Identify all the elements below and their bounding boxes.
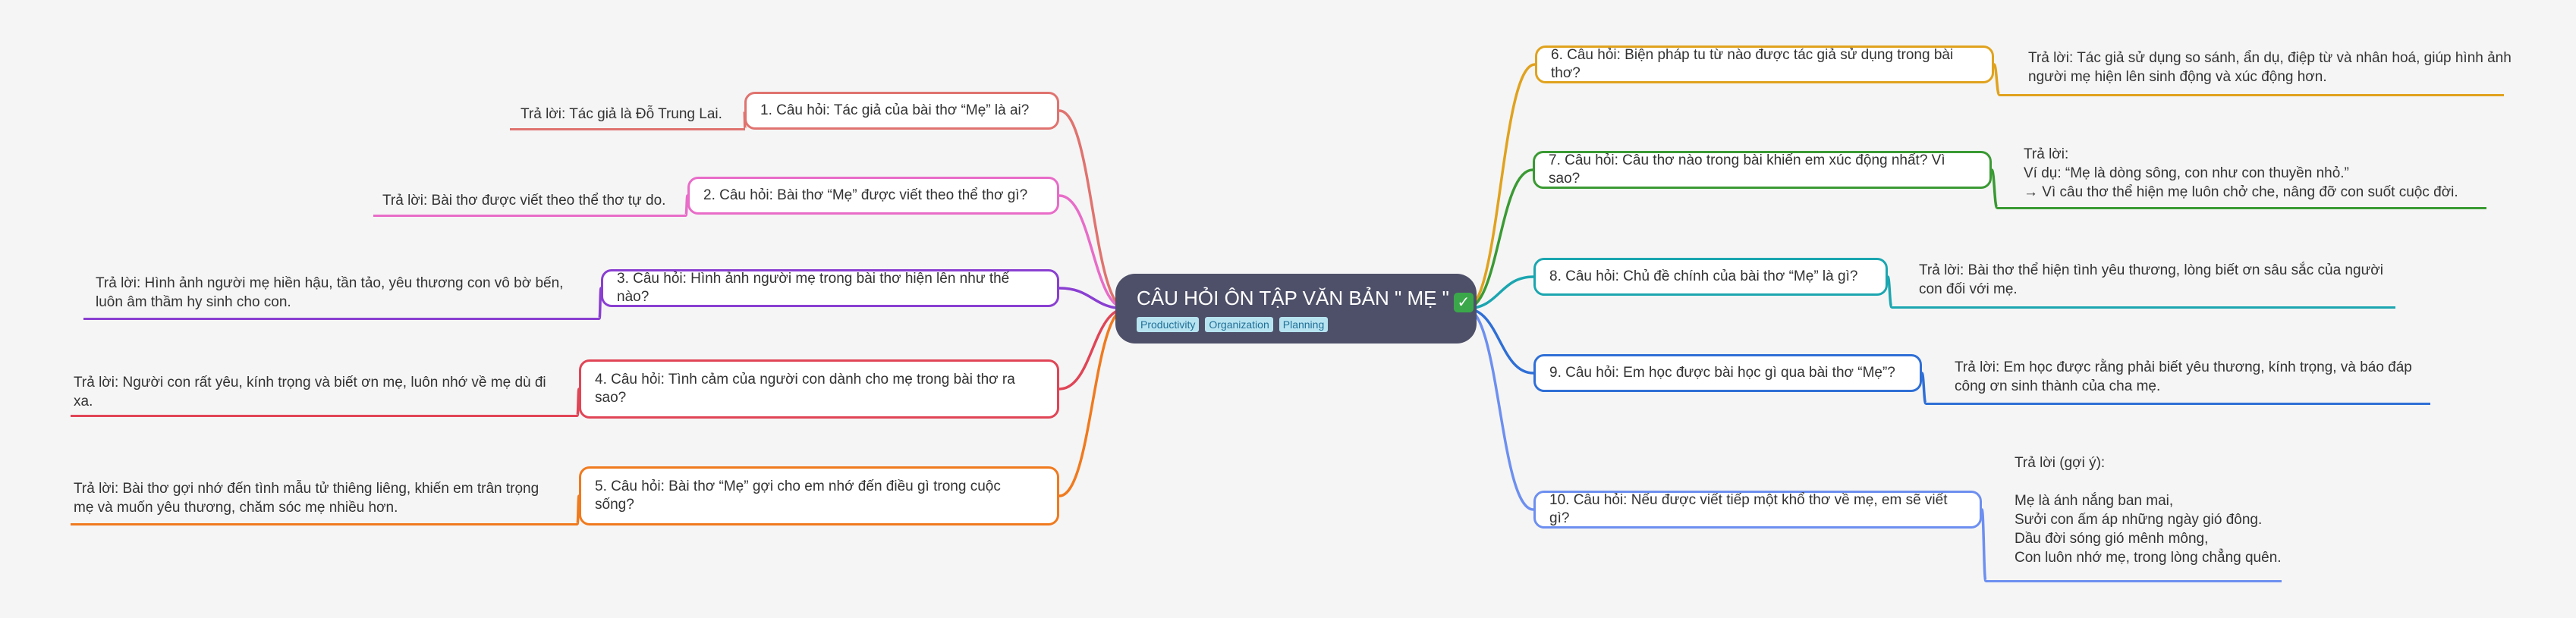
connector-root-q10 <box>1465 307 1534 511</box>
answer-3: Trả lời: Hình ảnh người mẹ hiền hậu, tần… <box>96 275 564 310</box>
answer-6: Trả lời: Tác giả sử dụng so sánh, ẩn dụ,… <box>2028 50 2512 85</box>
question-7[interactable]: 7. Câu hỏi: Câu thơ nào trong bài khiến … <box>1533 151 1992 189</box>
question-1[interactable]: 1. Câu hỏi: Tác giả của bài thơ “Mẹ” là … <box>744 92 1059 130</box>
connector-q5-answer <box>576 494 580 525</box>
root-topic[interactable]: CÂU HỎI ÔN TẬP VĂN BẢN " MẸ "✓ Productiv… <box>1115 274 1477 344</box>
root-title: CÂU HỎI ÔN TẬP VĂN BẢN " MẸ "✓ <box>1137 284 1474 312</box>
connector-q10-answer <box>1980 508 1987 582</box>
answer-1: Trả lời: Tác giả là Đỗ Trung Lai. <box>521 106 722 122</box>
connector-q7-answer <box>1990 168 1999 209</box>
connector-root-q7 <box>1465 168 1533 310</box>
answer-6-underline <box>1999 94 2504 96</box>
answer-5-underline <box>71 523 577 525</box>
connector-root-q9 <box>1465 307 1534 375</box>
question-8[interactable]: 8. Câu hỏi: Chủ đề chính của bài thơ “Mẹ… <box>1533 258 1888 296</box>
connector-root-q5 <box>1058 307 1127 497</box>
answer-9-underline <box>1926 403 2430 405</box>
connector-q2-answer <box>684 194 689 217</box>
connector-root-q6 <box>1465 63 1536 310</box>
answer-1-underline <box>510 128 745 130</box>
checkmark-icon: ✓ <box>1453 293 1474 312</box>
question-10[interactable]: 10. Câu hỏi: Nếu được viết tiếp một khổ … <box>1533 491 1982 529</box>
answer-10: Trả lời (gợi ý): Mẹ là ánh nắng ban mai,… <box>2015 455 2282 566</box>
tag-productivity[interactable]: Productivity <box>1137 317 1200 332</box>
connector-q8-answer <box>1886 275 1893 309</box>
connector-root-q2 <box>1058 194 1127 310</box>
root-tags: Productivity Organization Planning <box>1137 317 1455 332</box>
question-2[interactable]: 2. Câu hỏi: Bài thơ “Mẹ” được viết theo … <box>687 177 1059 215</box>
answer-10-underline <box>1986 580 2282 582</box>
answer-2: Trả lời: Bài thơ được viết theo thể thơ … <box>382 193 666 209</box>
answer-3-underline <box>83 318 599 320</box>
answer-2-underline <box>373 215 686 217</box>
answer-8: Trả lời: Bài thơ thể hiện tình yêu thươn… <box>1919 262 2383 297</box>
root-title-text: CÂU HỎI ÔN TẬP VĂN BẢN " MẸ " <box>1137 287 1449 309</box>
answer-9: Trả lời: Em học được rằng phải biết yêu … <box>1955 359 2412 394</box>
connector-q3-answer <box>598 287 602 320</box>
connector-q9-answer <box>1920 372 1927 405</box>
answer-5: Trả lời: Bài thơ gợi nhớ đến tình mẫu tử… <box>74 481 539 516</box>
connector-q6-answer <box>1993 63 2001 96</box>
question-9[interactable]: 9. Câu hỏi: Em học được bài học gì qua b… <box>1533 354 1922 392</box>
answer-4-underline <box>71 415 577 417</box>
answer-7-underline <box>1997 207 2486 209</box>
answer-8-underline <box>1892 306 2395 309</box>
tag-organization[interactable]: Organization <box>1205 317 1273 332</box>
question-6[interactable]: 6. Câu hỏi: Biện pháp tu từ nào được tác… <box>1535 45 1994 83</box>
tag-planning[interactable]: Planning <box>1279 317 1329 332</box>
connector-q4-answer <box>576 387 580 417</box>
question-4[interactable]: 4. Câu hỏi: Tình cảm của người con dành … <box>579 359 1059 419</box>
connector-root-q1 <box>1058 109 1127 310</box>
question-5[interactable]: 5. Câu hỏi: Bài thơ “Mẹ” gợi cho em nhớ … <box>579 466 1059 525</box>
answer-4: Trả lời: Người con rất yêu, kính trọng v… <box>74 375 546 409</box>
answer-7: Trả lời: Ví dụ: “Mẹ là dòng sông, con nh… <box>2024 146 2458 200</box>
question-3[interactable]: 3. Câu hỏi: Hình ảnh người mẹ trong bài … <box>601 269 1059 307</box>
